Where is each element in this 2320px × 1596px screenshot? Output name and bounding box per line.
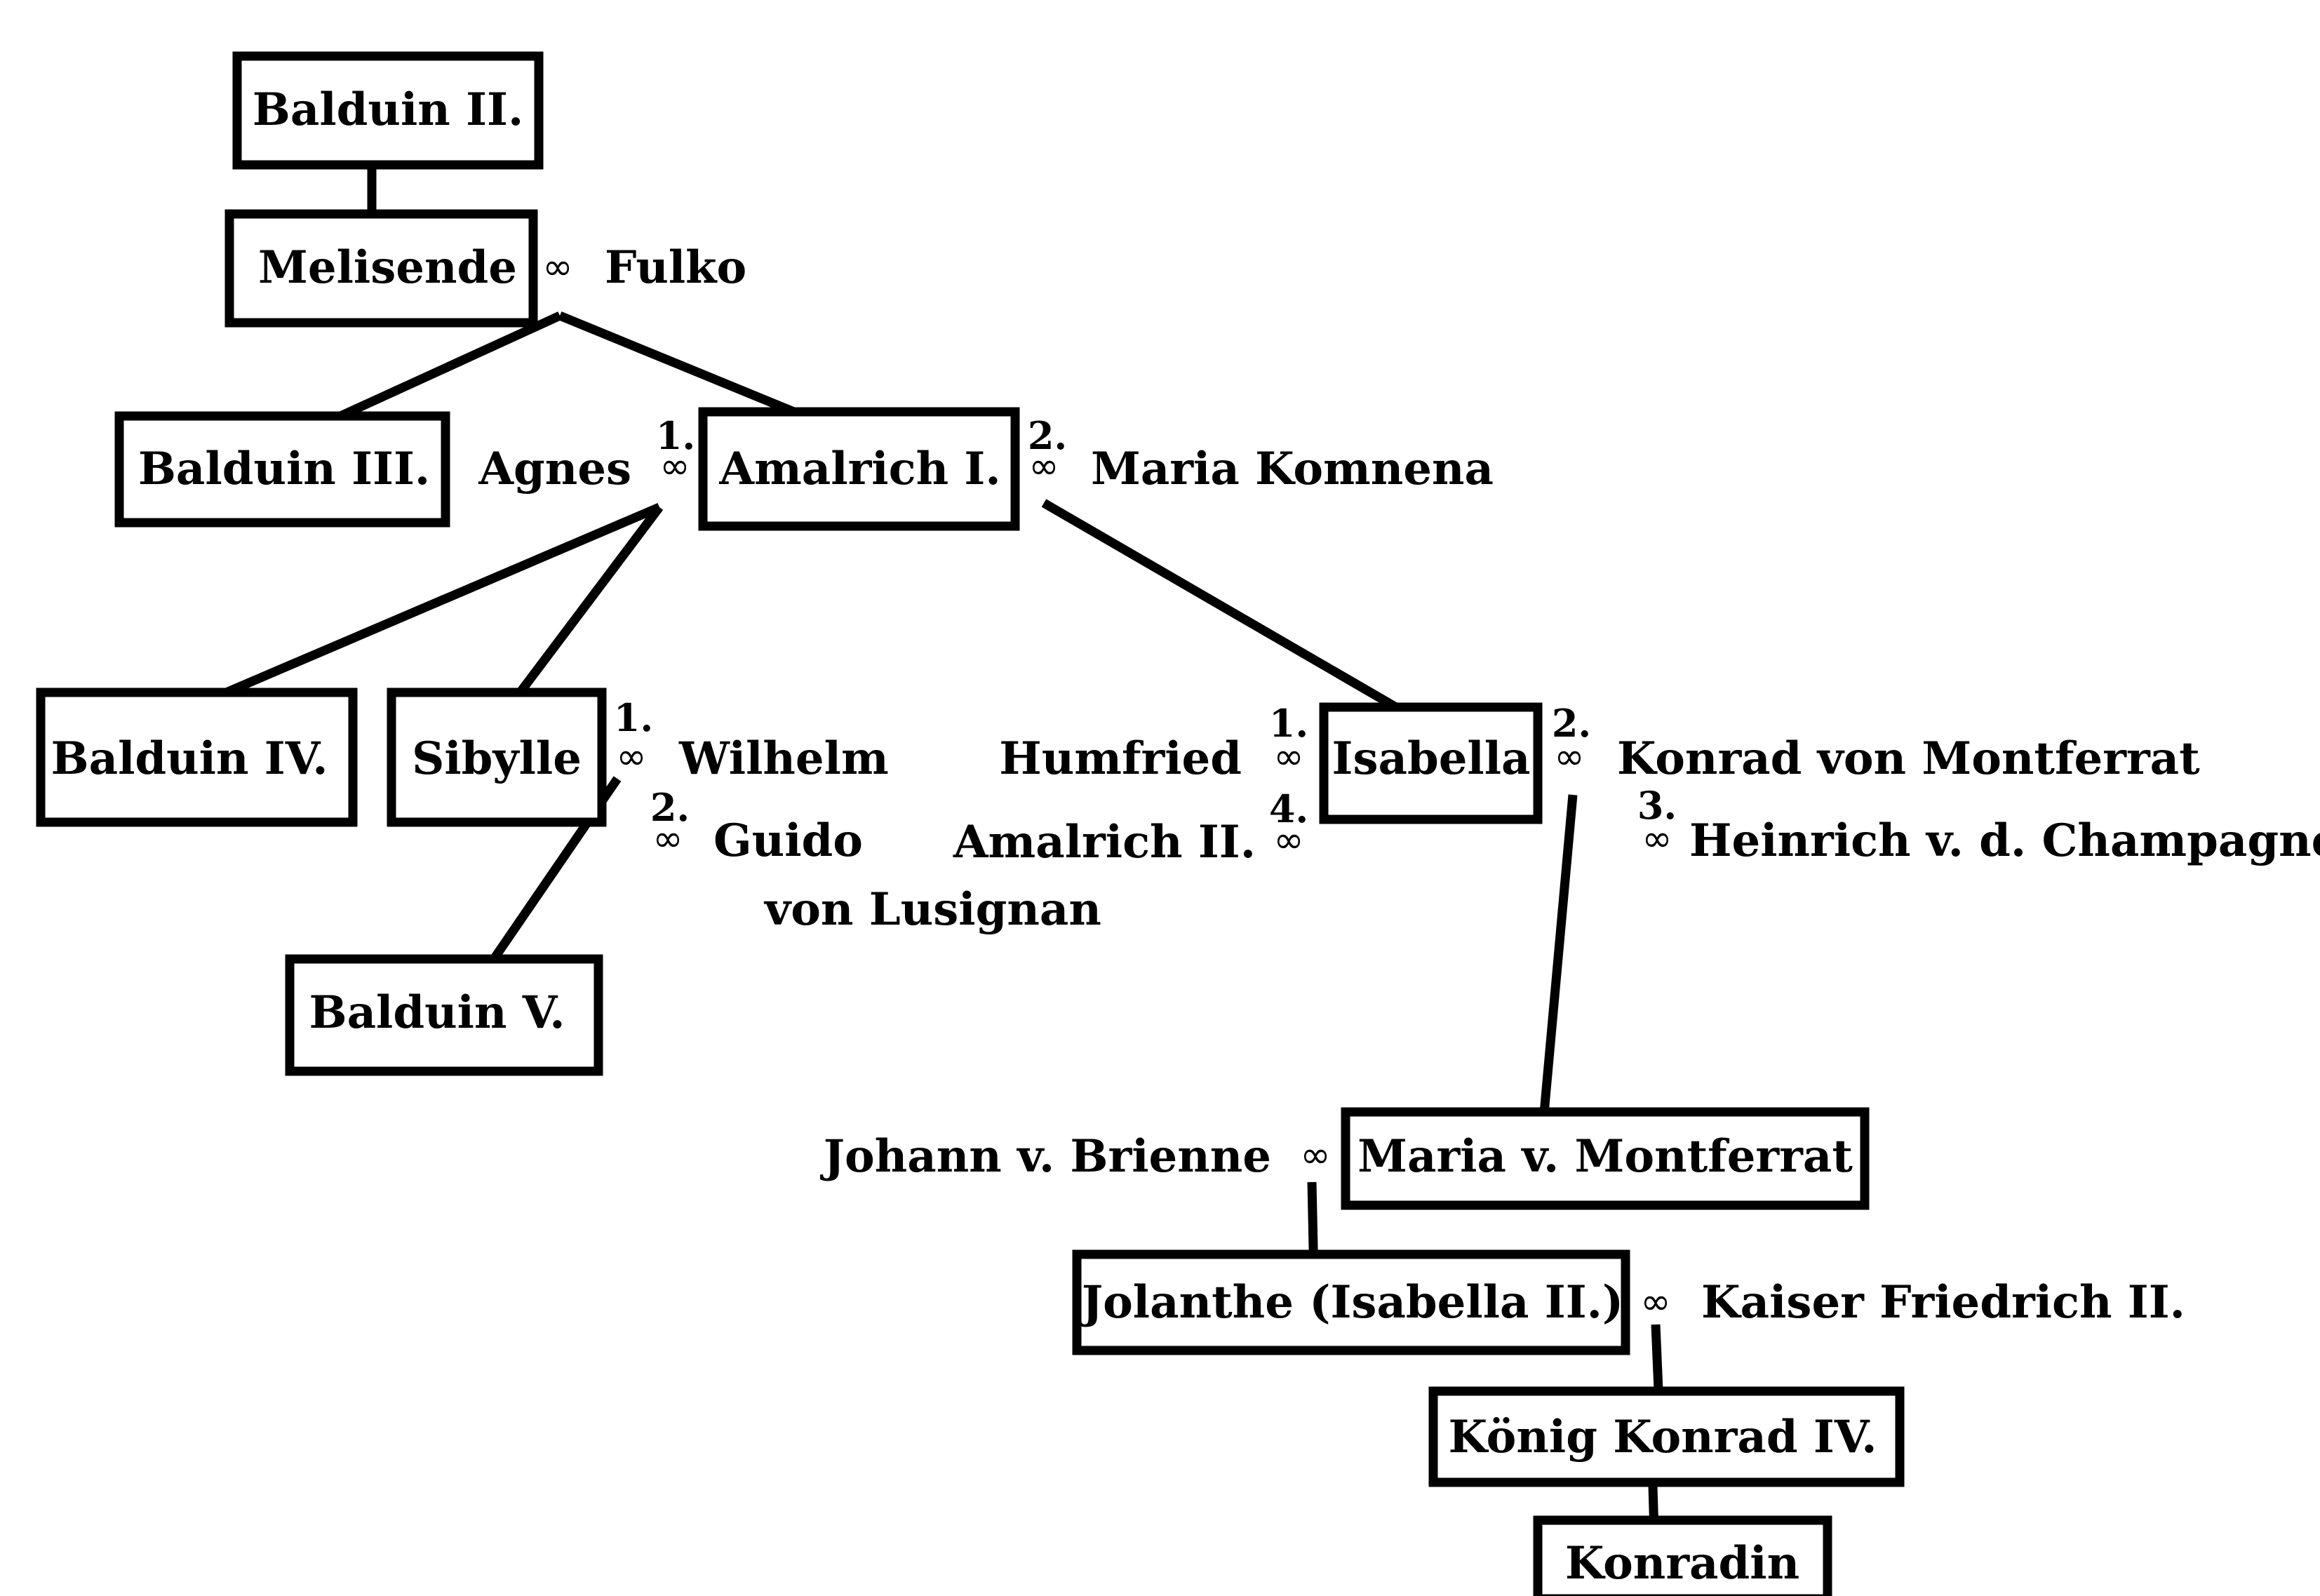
name-balduin-2: Balduin II.	[253, 83, 523, 136]
name-guido-line1: Guido	[713, 814, 863, 867]
order-agnes-amalrich: 1.	[656, 413, 695, 458]
order-amalrich2-isabella: 4.	[1269, 786, 1308, 831]
name-fulko: Fulko	[605, 241, 746, 294]
name-amalrich-2: Amalrich II.	[953, 816, 1256, 869]
person-boxes	[36, 51, 1905, 1596]
name-humfried: Humfried	[999, 732, 1242, 785]
name-amalrich-1: Amalrich I.	[718, 443, 1000, 495]
marriage-order-numbers: 1. 2. 1. 2. 1. 4. 2. 3.	[614, 413, 1677, 831]
marriage-symbol-jolanthe-friedrich: ∞	[1640, 1281, 1670, 1323]
order-amalrich-maria: 2.	[1028, 413, 1067, 458]
marriage-symbol-humfried-isabella: ∞	[1273, 736, 1303, 778]
marriage-symbol-amalrich-maria: ∞	[1028, 445, 1059, 488]
box-amalrich-1	[698, 407, 1020, 531]
name-agnes: Agnes	[478, 443, 631, 495]
name-balduin-3: Balduin III.	[138, 443, 430, 495]
line-konrad-maria-montferrat	[1537, 794, 1578, 1137]
box-jolanthe	[1072, 1249, 1630, 1355]
name-isabella: Isabella	[1332, 732, 1531, 785]
marriage-symbol-sibylle-guido: ∞	[652, 818, 683, 860]
box-balduin-2	[232, 51, 544, 170]
box-balduin-4	[36, 688, 358, 827]
line-agnes-sibylle	[499, 504, 664, 717]
boxed-names: Balduin II. Melisende Balduin III. Amalr…	[51, 83, 1877, 1590]
name-konradin: Konradin	[1565, 1537, 1799, 1590]
marriage-symbol-amalrich2-isabella: ∞	[1273, 819, 1303, 861]
name-konrad-4: König Konrad IV.	[1448, 1411, 1877, 1463]
box-balduin-5	[285, 954, 603, 1076]
name-friedrich: Kaiser Friedrich II.	[1701, 1276, 2185, 1329]
name-jolanthe: Jolanthe (Isabella II.)	[1078, 1276, 1623, 1329]
box-isabella	[1319, 702, 1543, 824]
marriage-symbol-isabella-konrad: ∞	[1554, 736, 1584, 778]
name-johann: Johann v. Brienne	[820, 1130, 1271, 1183]
marriage-symbol-johann-maria: ∞	[1300, 1134, 1330, 1176]
name-heinrich: Heinrich v. d. Champagne	[1689, 814, 2320, 867]
spouse-names: Fulko Agnes Maria Komnena Wilhelm Guido …	[478, 241, 2320, 1329]
box-konradin	[1533, 1515, 1832, 1596]
name-melisende: Melisende	[258, 241, 517, 294]
order-isabella-konrad: 2.	[1552, 701, 1591, 746]
marriage-symbol-agnes-amalrich: ∞	[659, 445, 690, 488]
name-balduin-5: Balduin V.	[309, 986, 565, 1039]
marriage-symbol-sibylle-wilhelm: ∞	[616, 736, 646, 778]
name-sibylle: Sibylle	[412, 732, 582, 785]
order-humfried-isabella: 1.	[1269, 701, 1308, 746]
name-balduin-4: Balduin IV.	[51, 732, 328, 785]
box-balduin-3	[114, 411, 450, 528]
line-agnes-balduin4	[173, 503, 662, 718]
box-melisende	[224, 209, 538, 328]
marriage-symbols: ∞ ∞ ∞ ∞ ∞ ∞ ∞ ∞ ∞ ∞ ∞	[542, 246, 1672, 1323]
name-wilhelm: Wilhelm	[678, 732, 889, 785]
box-sibylle	[387, 688, 607, 827]
marriage-symbol-isabella-heinrich: ∞	[1642, 818, 1672, 860]
order-sibylle-wilhelm: 1.	[614, 695, 653, 740]
name-guido-line2: von Lusignan	[763, 883, 1101, 936]
name-maria-montferrat: Maria v. Montferrat	[1357, 1130, 1853, 1183]
box-konrad-4	[1428, 1386, 1905, 1487]
name-konrad-montferrat: Konrad von Montferrat	[1617, 732, 2200, 785]
line-melisende-balduin3	[328, 311, 562, 425]
order-sibylle-guido: 2.	[650, 785, 690, 830]
marriage-symbol-melisende-fulko: ∞	[542, 246, 572, 288]
box-maria-montferrat	[1341, 1107, 1870, 1210]
name-maria-komnena: Maria Komnena	[1091, 443, 1494, 495]
line-maria-komnena-isabella	[1041, 499, 1437, 734]
order-isabella-heinrich: 3.	[1637, 783, 1677, 828]
